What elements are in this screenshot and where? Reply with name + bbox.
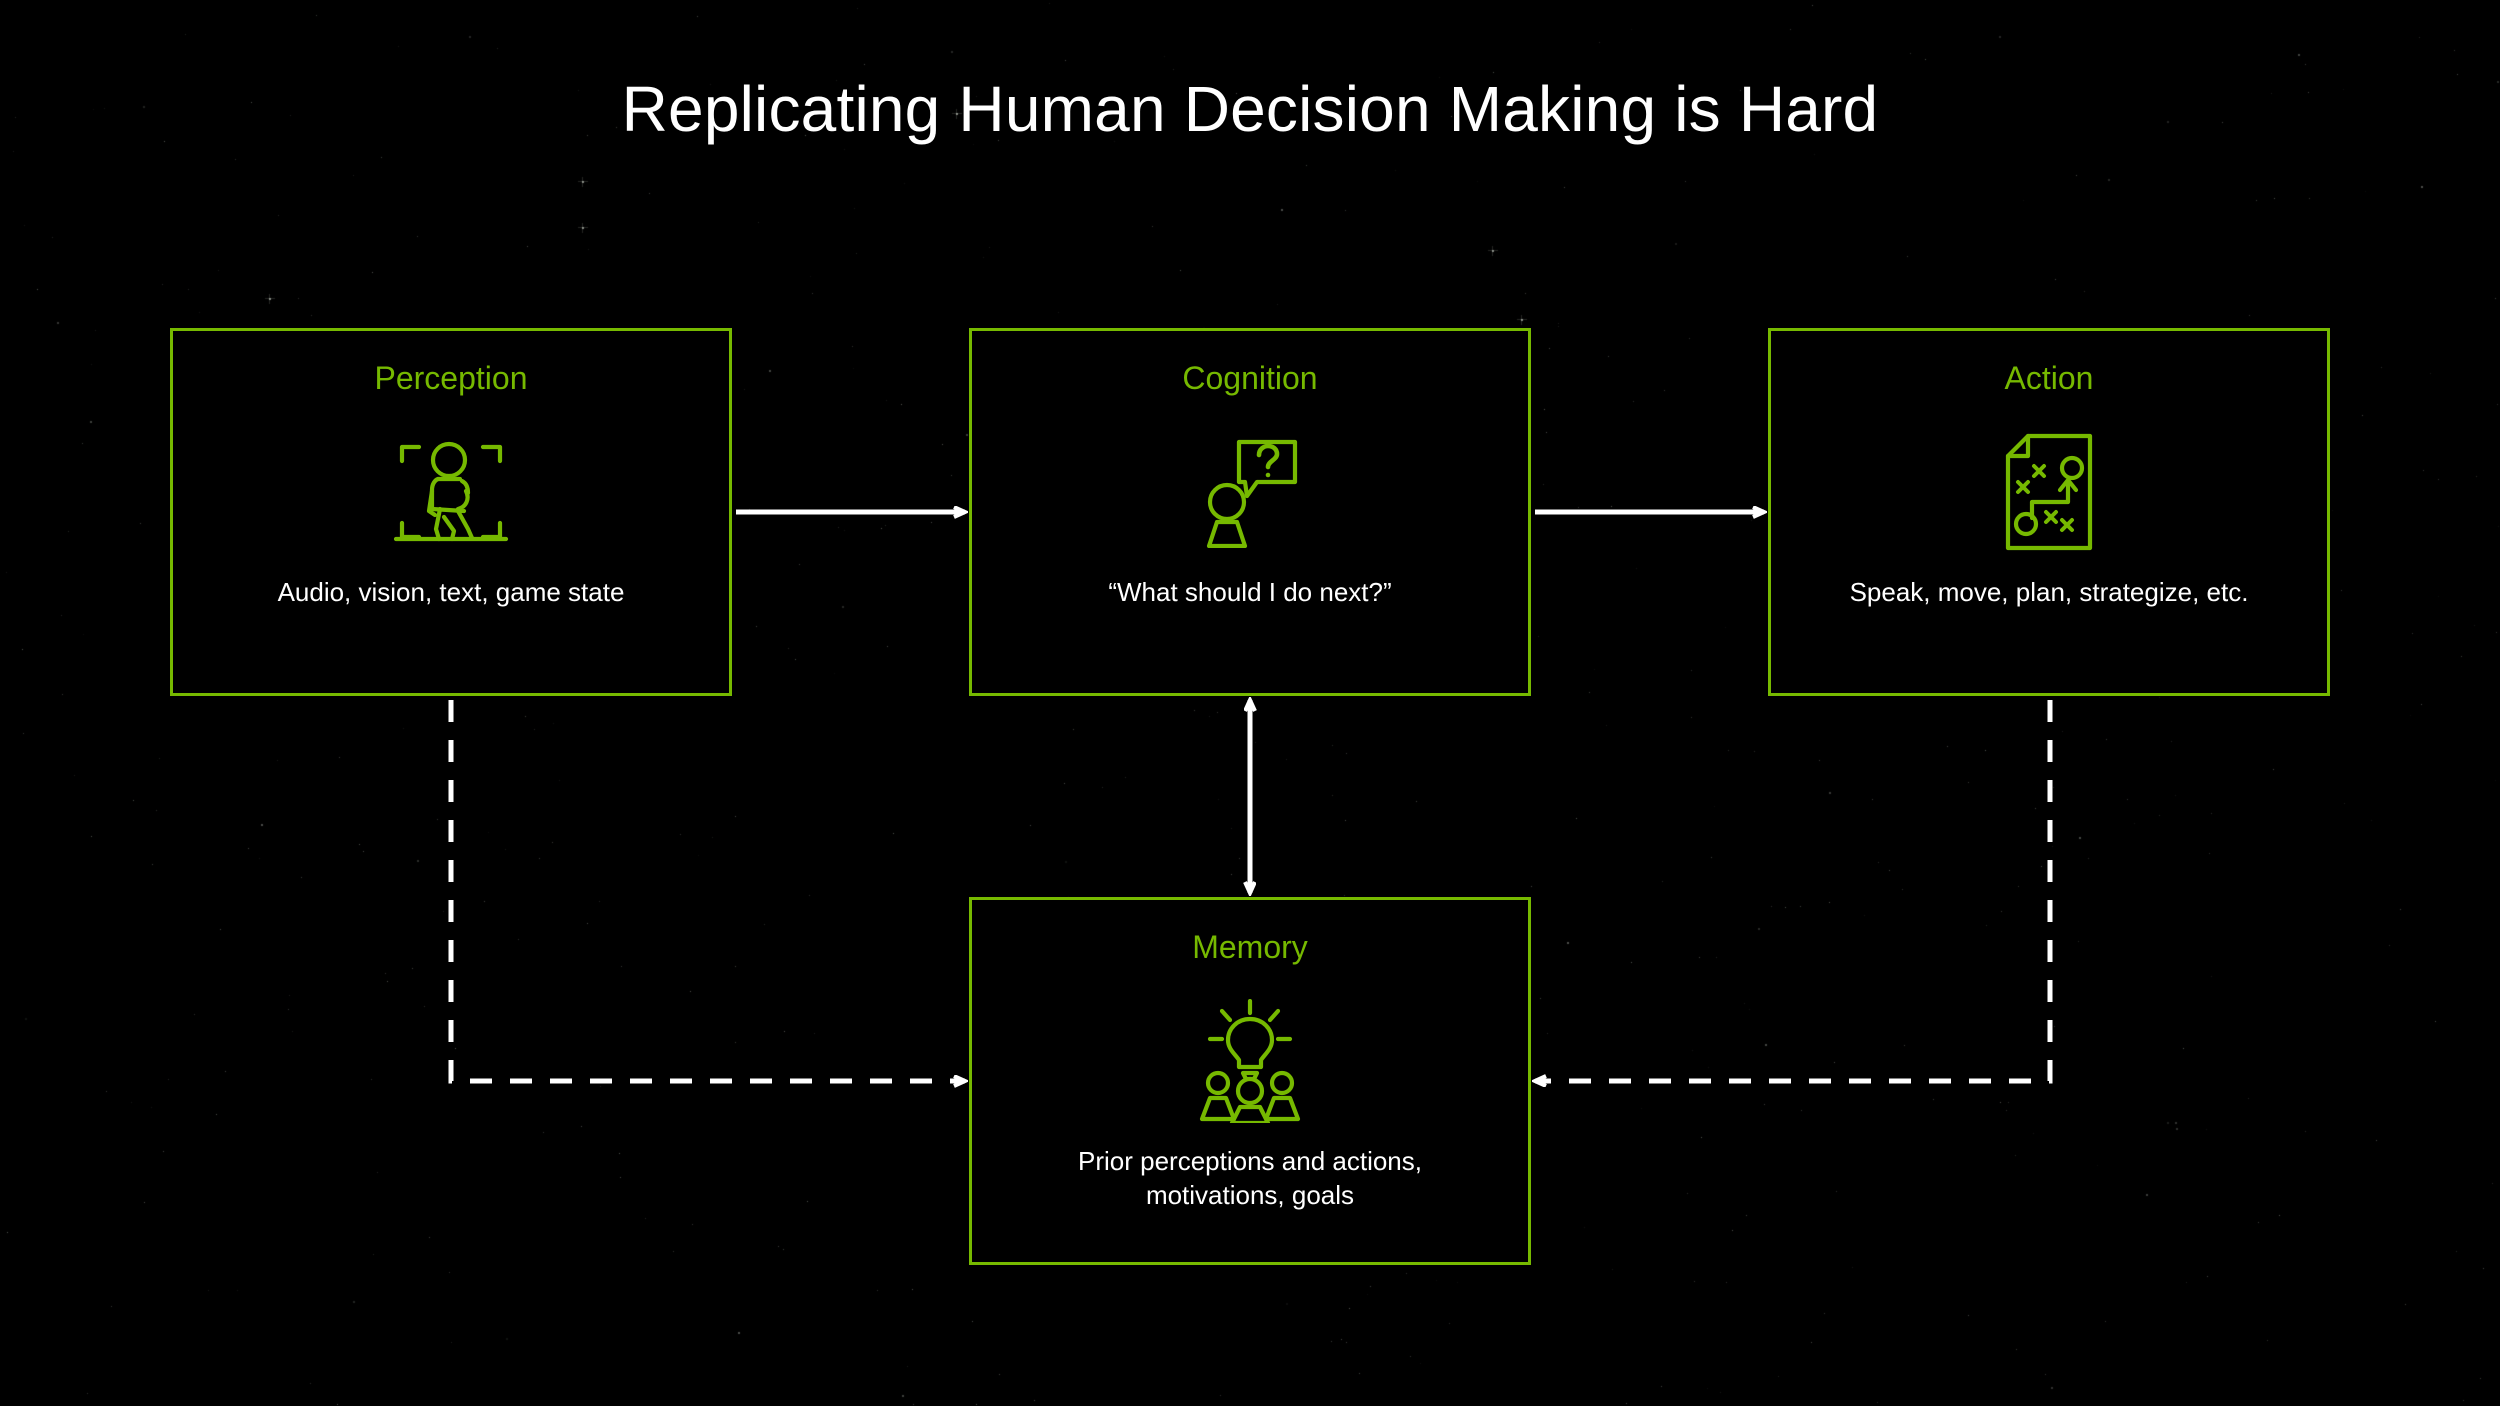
node-box-action[interactable]: Action Speak, move, plan, strategize, bbox=[1768, 328, 2330, 696]
page-title: Replicating Human Decision Making is Har… bbox=[621, 73, 1879, 145]
node-title-perception: Perception bbox=[374, 360, 528, 396]
person-question-speech-bubble-icon bbox=[972, 427, 1528, 557]
lightbulb-over-people-icon bbox=[972, 996, 1528, 1126]
node-title-action: Action bbox=[2004, 360, 2094, 396]
walking-person-focus-brackets-icon bbox=[173, 427, 729, 557]
node-box-perception[interactable]: Perception bbox=[170, 328, 732, 696]
node-box-cognition[interactable]: Cognition “What should I do next?” bbox=[969, 328, 1531, 696]
node-caption-perception: Audio, vision, text, game state bbox=[277, 577, 625, 607]
node-title-memory: Memory bbox=[1192, 929, 1308, 965]
node-caption-action: Speak, move, plan, strategize, etc. bbox=[1849, 577, 2249, 607]
node-box-memory[interactable]: Memory Pri bbox=[969, 897, 1531, 1265]
node-title-cognition: Cognition bbox=[1182, 360, 1318, 396]
node-caption-memory: Prior perceptions and actions, motivatio… bbox=[1078, 1146, 1422, 1210]
dashed-arrow-action-to-memory bbox=[1535, 700, 2053, 1081]
node-caption-cognition: “What should I do next?” bbox=[1108, 577, 1392, 607]
playbook-strategy-document-icon bbox=[1771, 427, 2327, 557]
dashed-arrow-perception-to-memory bbox=[448, 700, 965, 1081]
